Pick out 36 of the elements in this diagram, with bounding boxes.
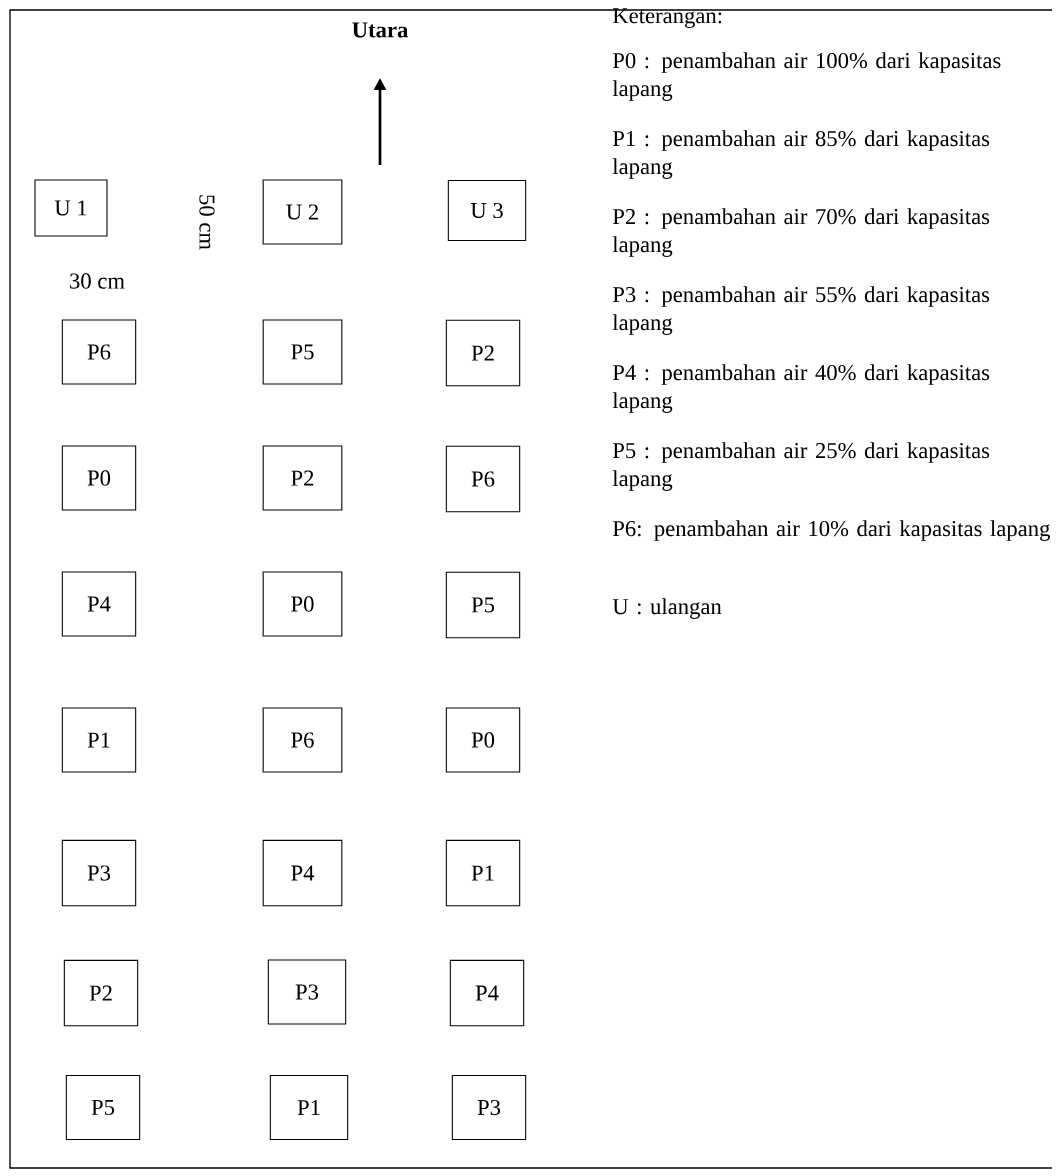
plot-box: P6 [445, 445, 521, 513]
plot-box: P5 [262, 319, 343, 385]
plot-box: P3 [61, 839, 137, 907]
plot-box: P4 [262, 839, 343, 907]
dimension-label: 50 cm [199, 195, 215, 250]
plot-box: P0 [262, 571, 343, 637]
plot-box: P1 [269, 1074, 349, 1141]
legend-entry: P2 : penambahan air 70% dari kapasitas lapang [612, 208, 990, 257]
direction-label: Utara [352, 22, 408, 38]
plot-box: P0 [445, 707, 521, 773]
plot-box: P5 [445, 571, 521, 639]
legend-entry: P3 : penambahan air 55% dari kapasitas lapang [612, 286, 990, 335]
plot-box: P1 [445, 839, 521, 907]
plot-box: U 1 [34, 179, 108, 237]
plot-box: P6 [262, 707, 343, 773]
plot-box: P2 [63, 959, 139, 1027]
plot-box: P4 [61, 571, 137, 637]
plot-box: P2 [262, 445, 343, 511]
plot-box: P0 [61, 445, 137, 511]
plot-box: P4 [449, 959, 525, 1027]
plot-box: P1 [61, 707, 137, 773]
legend-entry: P0 : penambahan air 100% dari kapasitas lapang [612, 52, 1001, 101]
plot-box: P2 [445, 319, 521, 387]
legend-entry: U : ulangan [612, 598, 722, 619]
plot-box: P6 [61, 319, 137, 385]
plot-box: U 3 [447, 179, 527, 242]
plot-box: P3 [451, 1074, 527, 1141]
legend-entry: P1 : penambahan air 85% dari kapasitas lapang [612, 130, 990, 179]
plot-box: U 2 [262, 179, 343, 245]
legend-heading: Keterangan: [612, 8, 722, 28]
legend-entry: P5 : penambahan air 25% dari kapasitas lapang [612, 442, 990, 491]
legend-entry: P6: penambahan air 10% dari kapasitas lapang [612, 520, 1050, 541]
plot-box: P3 [267, 959, 347, 1025]
plot-box: P5 [65, 1074, 141, 1141]
dimension-label: 30 cm [70, 273, 125, 289]
legend-entry: P4 : penambahan air 40% dari kapasitas lapang [612, 364, 990, 413]
